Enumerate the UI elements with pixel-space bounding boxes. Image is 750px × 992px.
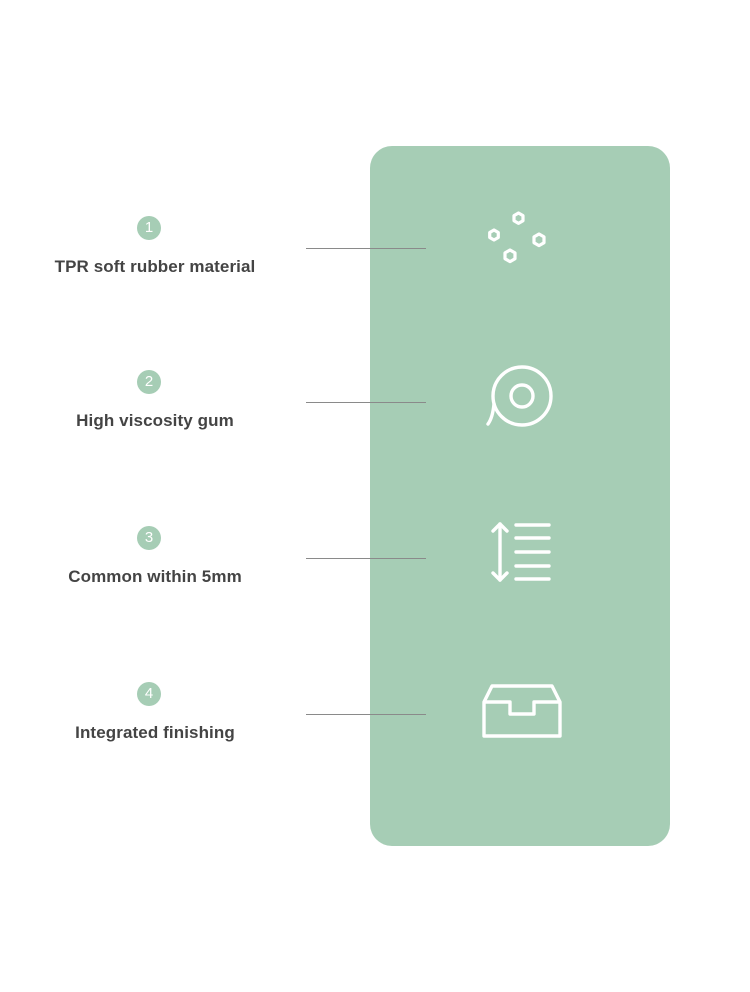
feature-number-badge: 1 bbox=[137, 216, 161, 240]
icon-panel bbox=[370, 146, 670, 846]
feature-item-4: 4 Integrated finishing bbox=[0, 682, 750, 762]
feature-label: High viscosity gum bbox=[76, 411, 234, 430]
hexagon-nuts-icon bbox=[474, 200, 570, 296]
feature-label: TPR soft rubber material bbox=[54, 257, 256, 276]
connector-line bbox=[306, 248, 426, 249]
feature-item-2: 2 High viscosity gum bbox=[0, 365, 750, 450]
feature-number-badge: 3 bbox=[137, 526, 161, 550]
connector-line bbox=[306, 402, 426, 403]
feature-number-badge: 4 bbox=[137, 682, 161, 706]
connector-line bbox=[306, 714, 426, 715]
connector-line bbox=[306, 558, 426, 559]
feature-number-badge: 2 bbox=[137, 370, 161, 394]
feature-item-1: 1 TPR soft rubber material bbox=[0, 211, 750, 296]
feature-label: Common within 5mm bbox=[68, 567, 242, 586]
feature-label: Integrated finishing bbox=[75, 723, 235, 742]
thickness-lines-icon bbox=[474, 510, 570, 606]
tray-box-icon bbox=[474, 666, 570, 762]
feature-item-3: 3 Common within 5mm bbox=[0, 522, 750, 606]
tape-roll-icon bbox=[474, 354, 570, 450]
